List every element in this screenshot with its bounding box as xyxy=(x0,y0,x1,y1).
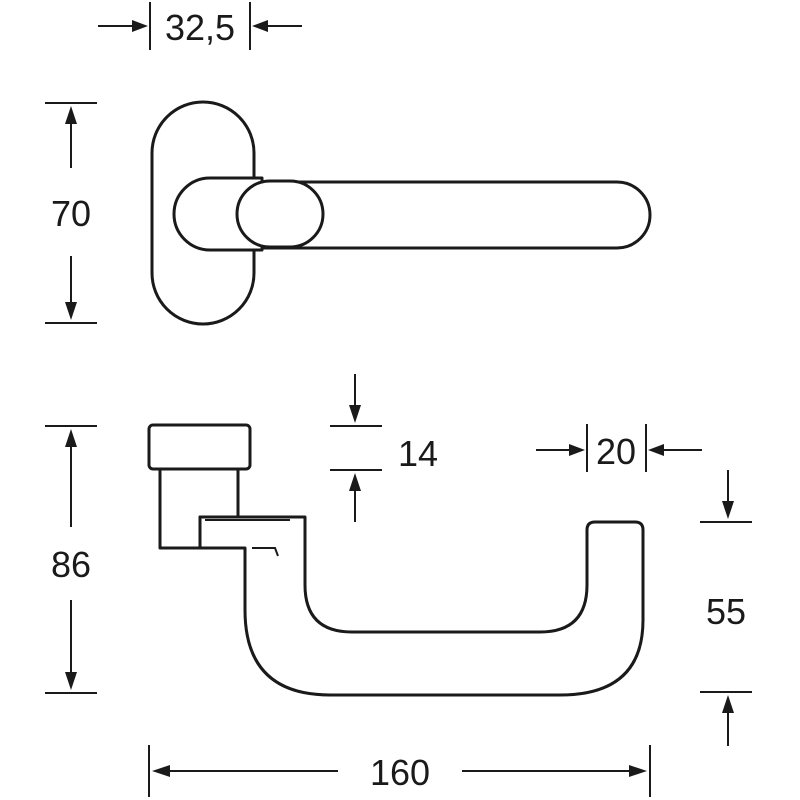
lever-neck xyxy=(172,176,264,252)
dim-rose-height: 70 xyxy=(45,102,97,324)
dim-rose-width-label: 32,5 xyxy=(165,7,235,48)
side-rose-cap xyxy=(147,423,252,471)
dim-total-length-label: 160 xyxy=(370,752,430,793)
dim-end-width-arrow-right xyxy=(648,444,664,456)
dim-end-width-label: 20 xyxy=(596,431,636,472)
top-view xyxy=(150,100,652,326)
dim-rose-height-label: 70 xyxy=(51,193,91,234)
dim-total-height: 86 xyxy=(45,425,97,694)
side-view xyxy=(147,423,645,697)
side-notch-detail xyxy=(205,519,290,557)
dim-thickness-arrow-top xyxy=(349,405,361,423)
dim-total-length: 160 xyxy=(148,745,651,797)
dim-lever-thickness: 14 xyxy=(330,374,438,522)
dim-total-length-arrow-right xyxy=(629,765,647,777)
dim-drop-height-label: 55 xyxy=(706,591,746,632)
dim-thickness-label: 14 xyxy=(398,433,438,474)
dim-total-length-arrow-left xyxy=(152,765,170,777)
dim-rose-width: 32,5 xyxy=(98,2,302,50)
dim-drop-height-arrow-top xyxy=(722,501,734,519)
dim-rose-height-arrow-top xyxy=(65,106,77,124)
dim-rose-width-arrow-left xyxy=(132,20,148,32)
side-u-lever xyxy=(198,515,645,697)
dim-total-height-label: 86 xyxy=(51,544,91,585)
dim-rose-height-arrow-bottom xyxy=(65,302,77,320)
dim-rose-width-arrow-right xyxy=(252,20,268,32)
dim-total-height-arrow-top xyxy=(65,429,77,447)
dim-end-width-arrow-left xyxy=(569,444,585,456)
dim-thickness-arrow-bottom xyxy=(349,473,361,491)
lever-grip-cap xyxy=(235,179,325,249)
dim-total-height-arrow-bottom xyxy=(65,672,77,690)
dim-drop-height-arrow-bottom xyxy=(722,695,734,713)
lever-bar xyxy=(260,180,652,250)
dim-end-width: 20 xyxy=(536,424,702,472)
dim-drop-height: 55 xyxy=(700,470,752,746)
